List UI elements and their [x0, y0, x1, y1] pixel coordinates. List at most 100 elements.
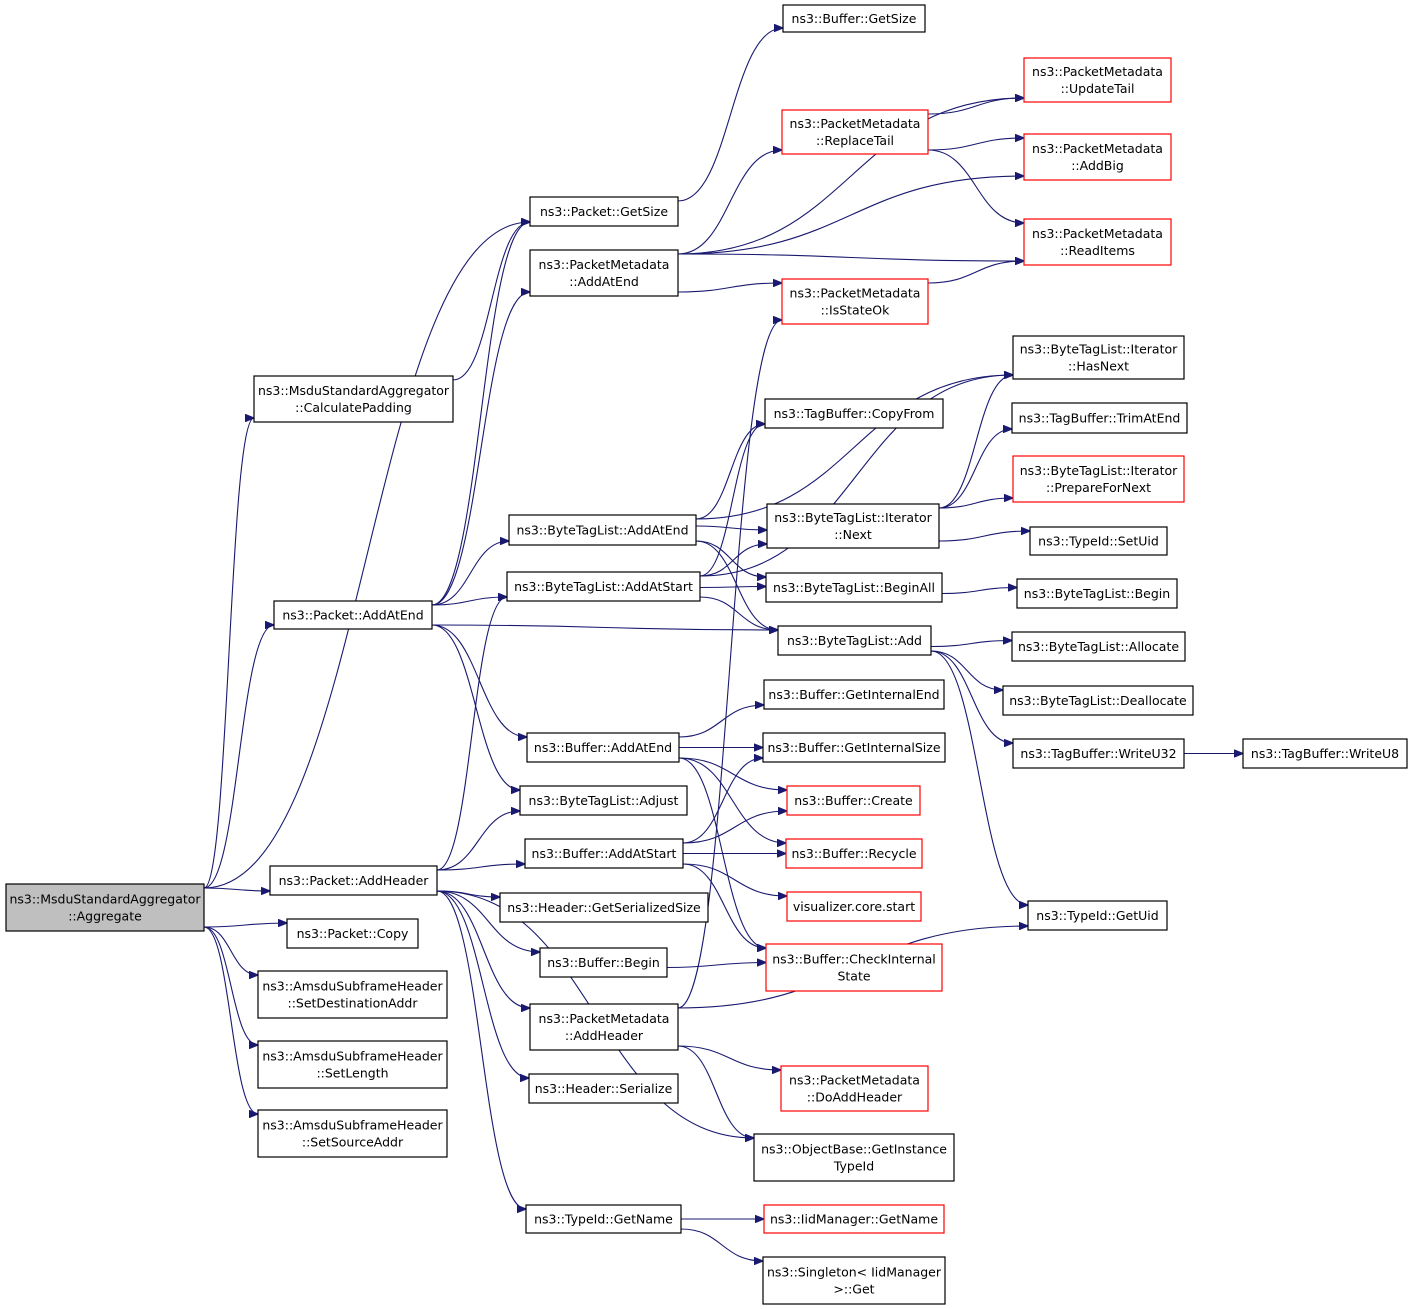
node-label: ns3::PacketMetadata [1032, 64, 1163, 79]
node-pkt-copy[interactable]: ns3::Packet::Copy [286, 918, 419, 949]
edge-arrow [930, 650, 1003, 690]
edge-arrow [678, 757, 787, 790]
node-label: ns3::ByteTagList::Allocate [1018, 639, 1179, 654]
edge-arrow [695, 540, 766, 577]
node-label: ::ReadItems [1060, 243, 1135, 258]
node-label: ns3::Buffer::Recycle [791, 846, 916, 861]
node-box [286, 918, 419, 949]
edge-pkt_getsize-to-buf_getsize [677, 28, 783, 202]
node-box [780, 1065, 929, 1112]
node-tb-writeu32[interactable]: ns3::TagBuffer::WriteU32 [1012, 738, 1185, 769]
edge-buf_addatstart-to-buf_create [682, 811, 787, 844]
node-buf-addatend[interactable]: ns3::Buffer::AddAtEnd [526, 732, 680, 763]
node-btli-hasnext[interactable]: ns3::ByteTagList::Iterator::HasNext [1012, 335, 1185, 380]
node-pm-addatend[interactable]: ns3::PacketMetadata::AddAtEnd [529, 249, 679, 297]
edge-root-to-pkt_copy [203, 923, 287, 928]
node-box [1011, 631, 1186, 662]
node-buf-getinternalend[interactable]: ns3::Buffer::GetInternalEnd [763, 679, 945, 710]
node-buf-getinternalsize[interactable]: ns3::Buffer::GetInternalSize [762, 732, 946, 763]
node-label: visualizer.core.start [793, 899, 915, 914]
node-pkt-getsize[interactable]: ns3::Packet::GetSize [529, 196, 679, 227]
node-btl-add[interactable]: ns3::ByteTagList::Add [777, 625, 932, 656]
node-label: ns3::ByteTagList::Iterator [1020, 463, 1178, 478]
node-hdr-serialize[interactable]: ns3::Header::Serialize [528, 1073, 679, 1104]
node-typeid-setuid[interactable]: ns3::TypeId::SetUid [1029, 526, 1168, 556]
node-box [1029, 526, 1168, 556]
edge-root-to-amsdu_setlength [203, 926, 258, 1045]
node-buf-addatstart[interactable]: ns3::Buffer::AddAtStart [524, 838, 684, 869]
node-box [753, 1133, 955, 1182]
edge-arrow [436, 890, 530, 1008]
node-box [1027, 900, 1168, 931]
node-pm-addheader[interactable]: ns3::PacketMetadata::AddHeader [529, 1003, 679, 1051]
node-buf-begin[interactable]: ns3::Buffer::Begin [539, 947, 668, 978]
node-pm-readitems[interactable]: ns3::PacketMetadata::ReadItems [1023, 218, 1172, 266]
node-tb-copyfrom[interactable]: ns3::TagBuffer::CopyFrom [764, 398, 944, 429]
node-btl-deallocate[interactable]: ns3::ByteTagList::Deallocate [1002, 685, 1194, 716]
node-label: ns3::TagBuffer::TrimAtEnd [1019, 411, 1181, 426]
node-btli-next[interactable]: ns3::ByteTagList::Iterator::Next [766, 503, 940, 549]
node-buf-getsize[interactable]: ns3::Buffer::GetSize [782, 4, 926, 33]
node-typeid-getuid[interactable]: ns3::TypeId::GetUid [1027, 900, 1168, 931]
node-amsdu-setsource[interactable]: ns3::AmsduSubframeHeader::SetSourceAddr [257, 1109, 448, 1158]
edge-pkt_addheader-to-buf_addatstart [436, 864, 525, 871]
edge-pm_addatend-to-pm_addbig [677, 176, 1024, 255]
node-root[interactable]: ns3::MsduStandardAggregator::Aggregate [5, 883, 205, 932]
edge-btl_addatend-to-tb_copyfrom [695, 424, 765, 520]
node-msdu-calcpad[interactable]: ns3::MsduStandardAggregator::CalculatePa… [253, 375, 454, 423]
edge-arrow [938, 498, 1013, 509]
node-box [781, 109, 929, 155]
node-iid-getname[interactable]: ns3::IidManager::GetName [763, 1204, 945, 1234]
node-box [519, 785, 688, 816]
edge-buf_addatend-to-buf_getinternalend [678, 705, 764, 738]
node-box [765, 943, 943, 992]
edge-pm_addheader-to-pm_doaddheader [677, 1045, 781, 1070]
node-btl-beginall[interactable]: ns3::ByteTagList::BeginAll [765, 572, 943, 603]
node-amsdu-setdest[interactable]: ns3::AmsduSubframeHeader::SetDestination… [257, 970, 448, 1019]
node-btl-addatend[interactable]: ns3::ByteTagList::AddAtEnd [508, 514, 697, 546]
node-btl-addatstart[interactable]: ns3::ByteTagList::AddAtStart [506, 571, 701, 602]
edge-arrow [431, 292, 530, 606]
node-pkt-addatend[interactable]: ns3::Packet::AddAtEnd [273, 600, 433, 630]
node-tb-writeu8[interactable]: ns3::TagBuffer::WriteU8 [1242, 738, 1408, 769]
node-btli-preparefornext[interactable]: ns3::ByteTagList::Iterator::PrepareForNe… [1012, 455, 1185, 503]
node-buf-recycle[interactable]: ns3::Buffer::Recycle [785, 838, 923, 869]
edge-pkt_addheader-to-hdr_serialize [436, 890, 529, 1078]
edge-btl_addatend-to-btli_hasnext [695, 375, 1013, 520]
edge-arrow [431, 624, 778, 630]
node-pm-replacetail[interactable]: ns3::PacketMetadata::ReplaceTail [781, 109, 929, 155]
node-viz-start[interactable]: visualizer.core.start [786, 891, 922, 922]
node-pkt-addheader[interactable]: ns3::Packet::AddHeader [269, 865, 438, 896]
node-hdr-getserializedsize[interactable]: ns3::Header::GetSerializedSize [499, 892, 709, 923]
node-btl-begin[interactable]: ns3::ByteTagList::Begin [1016, 578, 1178, 609]
edge-pm_replacetail-to-pm_readitems [927, 149, 1024, 223]
node-label: ns3::IidManager::GetName [770, 1212, 938, 1227]
node-label: ns3::Buffer::GetInternalEnd [768, 687, 939, 702]
edge-pm_addheader-to-ob_getinstancetypeid [677, 1045, 754, 1138]
node-tb-trimatend[interactable]: ns3::TagBuffer::TrimAtEnd [1011, 402, 1188, 434]
node-pm-doaddheader[interactable]: ns3::PacketMetadata::DoAddHeader [780, 1065, 929, 1112]
node-typeid-getname[interactable]: ns3::TypeId::GetName [525, 1204, 682, 1234]
node-box [1011, 402, 1188, 434]
node-amsdu-setlength[interactable]: ns3::AmsduSubframeHeader::SetLength [257, 1040, 448, 1089]
node-pm-addbig[interactable]: ns3::PacketMetadata::AddBig [1023, 133, 1172, 181]
node-singleton-get[interactable]: ns3::Singleton< IidManager>::Get [762, 1256, 946, 1305]
node-box [1023, 218, 1172, 266]
edge-arrow [682, 811, 787, 844]
node-label: ns3::PacketMetadata [790, 286, 921, 301]
edge-root-to-pkt_addatend [203, 625, 274, 889]
edge-typeid_getname-to-singleton_get [680, 1228, 763, 1261]
node-buf-create[interactable]: ns3::Buffer::Create [786, 785, 921, 816]
edge-buf_addatstart-to-buf_checkinternal [682, 863, 766, 948]
node-pm-updatetail[interactable]: ns3::PacketMetadata::UpdateTail [1023, 57, 1172, 103]
edge-arrow [436, 811, 520, 871]
edge-buf_addatstart-to-buf_getinternalsize [682, 758, 763, 844]
edge-pm_replacetail-to-pm_updatetail [927, 98, 1024, 115]
node-box [1023, 57, 1172, 103]
node-btl-allocate[interactable]: ns3::ByteTagList::Allocate [1011, 631, 1186, 662]
node-label: ns3::PacketMetadata [1032, 226, 1163, 241]
node-btl-adjust[interactable]: ns3::ByteTagList::Adjust [519, 785, 688, 816]
node-pm-isstateok[interactable]: ns3::PacketMetadata::IsStateOk [781, 278, 929, 325]
